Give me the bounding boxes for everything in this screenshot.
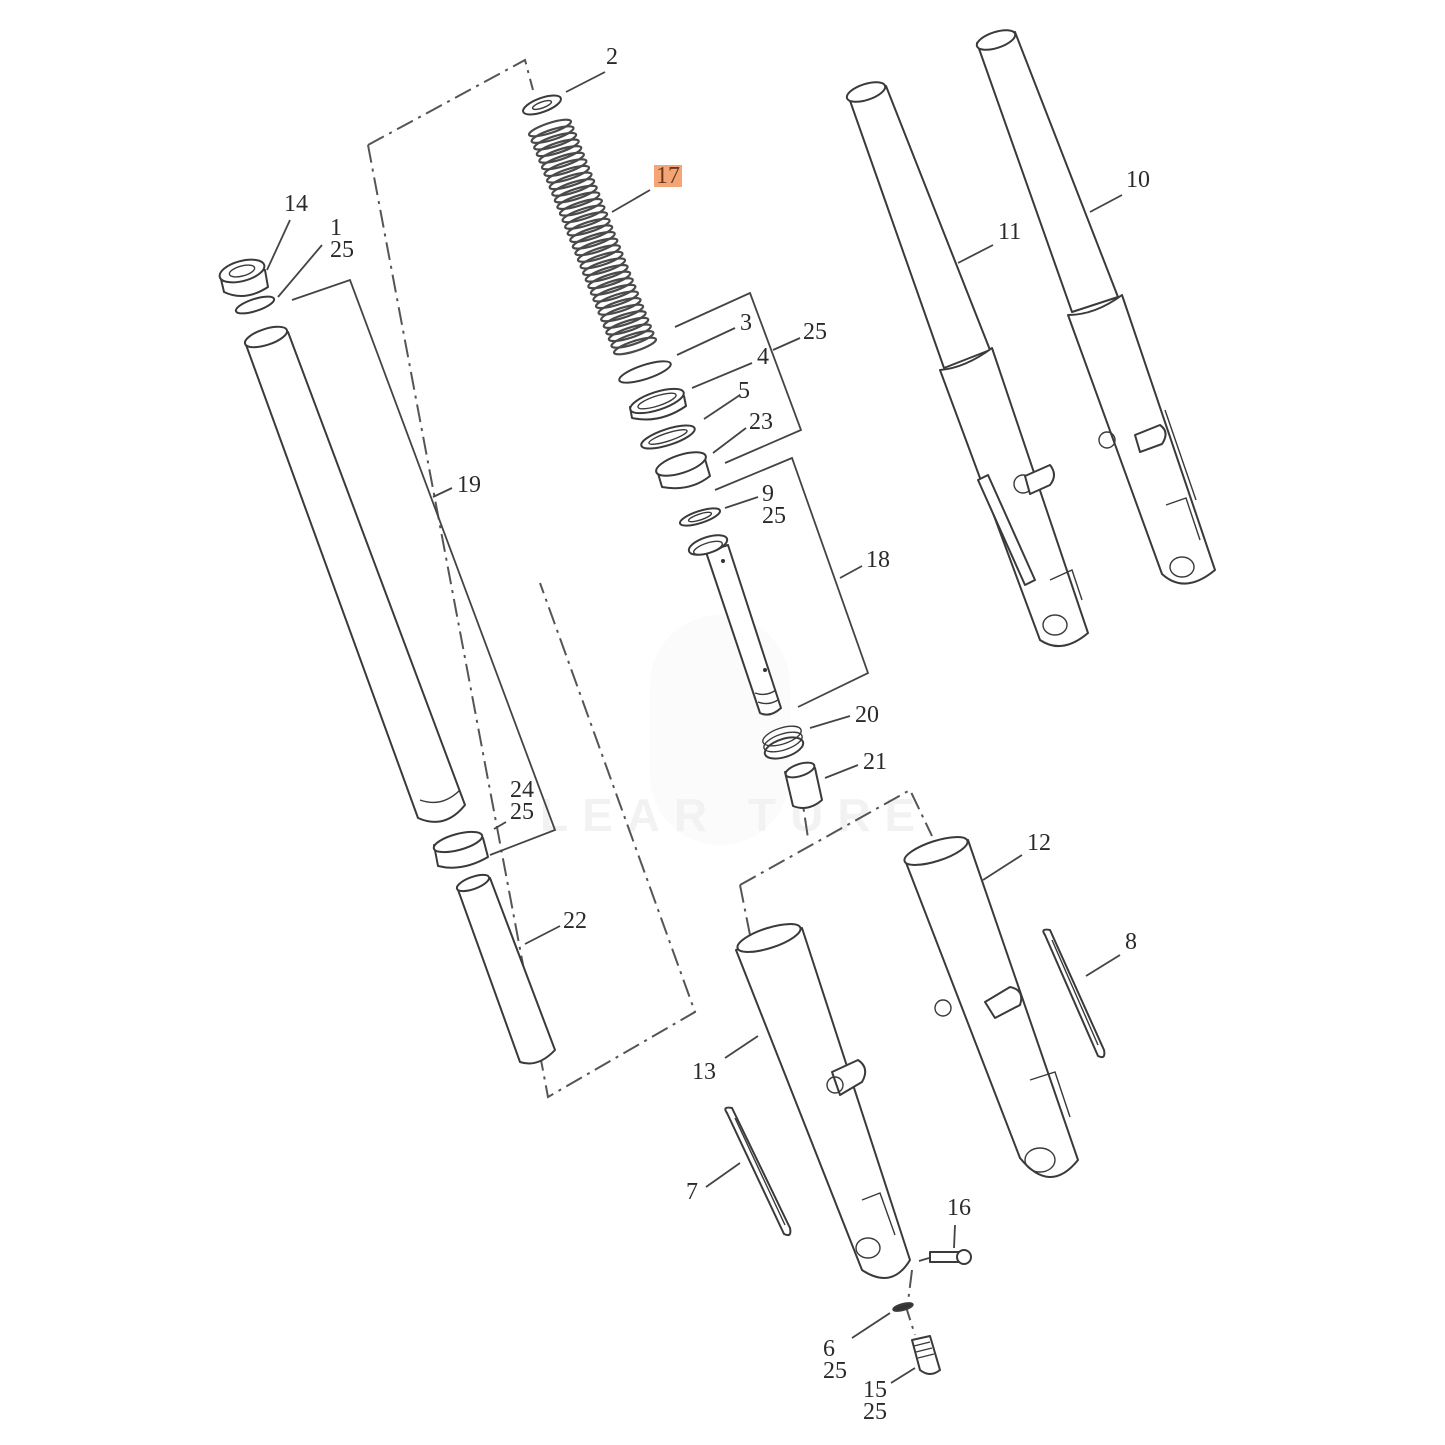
callout-4: 4 <box>757 344 769 370</box>
callout-19: 19 <box>457 472 481 498</box>
callout-7: 7 <box>686 1179 698 1205</box>
part-7-left-trim <box>724 1106 792 1237</box>
part-5-spacer-washer <box>640 424 696 450</box>
part-6-washer <box>892 1302 914 1312</box>
callout-23: 23 <box>749 409 773 435</box>
part-14-fork-cap <box>218 258 269 297</box>
callout-6-25: 6 25 <box>823 1336 847 1384</box>
callout-5: 5 <box>738 378 750 404</box>
bracket-25 <box>674 291 803 464</box>
part-2-washer <box>522 94 562 116</box>
callout-22: 22 <box>563 908 587 934</box>
part-21-damper-lock <box>784 761 823 809</box>
callout-18: 18 <box>866 547 890 573</box>
callout-12: 12 <box>1027 830 1051 856</box>
part-1-o-ring <box>234 295 276 315</box>
part-11-left-fork-assembly <box>845 81 1089 648</box>
callout-25: 25 <box>803 319 827 345</box>
part-15-drain-screw <box>911 1335 941 1375</box>
part-10-right-fork-assembly <box>975 29 1216 585</box>
part-17-fork-spring <box>527 118 658 356</box>
leader-lines <box>266 71 1123 1384</box>
callout-15-25: 15 25 <box>863 1377 887 1425</box>
callout-24-25: 24 25 <box>510 777 534 825</box>
callout-9-25: 9 25 <box>762 481 786 529</box>
callout-3: 3 <box>740 310 752 336</box>
callout-17-highlighted[interactable]: 17 <box>654 163 682 189</box>
callout-21: 21 <box>863 749 887 775</box>
part-24-bushing <box>432 830 489 869</box>
callout-13: 13 <box>692 1059 716 1085</box>
callout-14: 14 <box>284 191 308 217</box>
watermark-logo <box>650 615 790 845</box>
bracket-19 <box>291 278 557 856</box>
part-19-fork-tube <box>243 325 466 823</box>
part-12-right-slider <box>903 836 1079 1178</box>
callout-2: 2 <box>606 44 618 70</box>
part-9-piston-ring <box>678 507 722 527</box>
phantom-outline-upper <box>367 58 697 1099</box>
part-20-rebound-spring <box>762 725 805 760</box>
bracket-18 <box>714 456 870 708</box>
callout-10: 10 <box>1126 167 1150 193</box>
part-22-spacer-tube <box>455 873 556 1065</box>
part-4-oil-seal <box>629 387 687 421</box>
callout-20: 20 <box>855 702 879 728</box>
part-8-right-trim <box>1042 928 1106 1059</box>
watermark-text: LEAR TURE <box>540 789 930 841</box>
callout-16: 16 <box>947 1195 971 1221</box>
part-23-upper-bushing <box>655 451 711 490</box>
part-13-left-slider <box>735 923 911 1279</box>
callout-11: 11 <box>998 219 1022 245</box>
callout-8: 8 <box>1125 929 1137 955</box>
part-18-damper-tube <box>687 534 782 716</box>
part-16-socket-screw <box>929 1249 972 1265</box>
part-3-retaining-ring <box>618 360 672 384</box>
callout-1-25: 1 25 <box>330 215 354 263</box>
